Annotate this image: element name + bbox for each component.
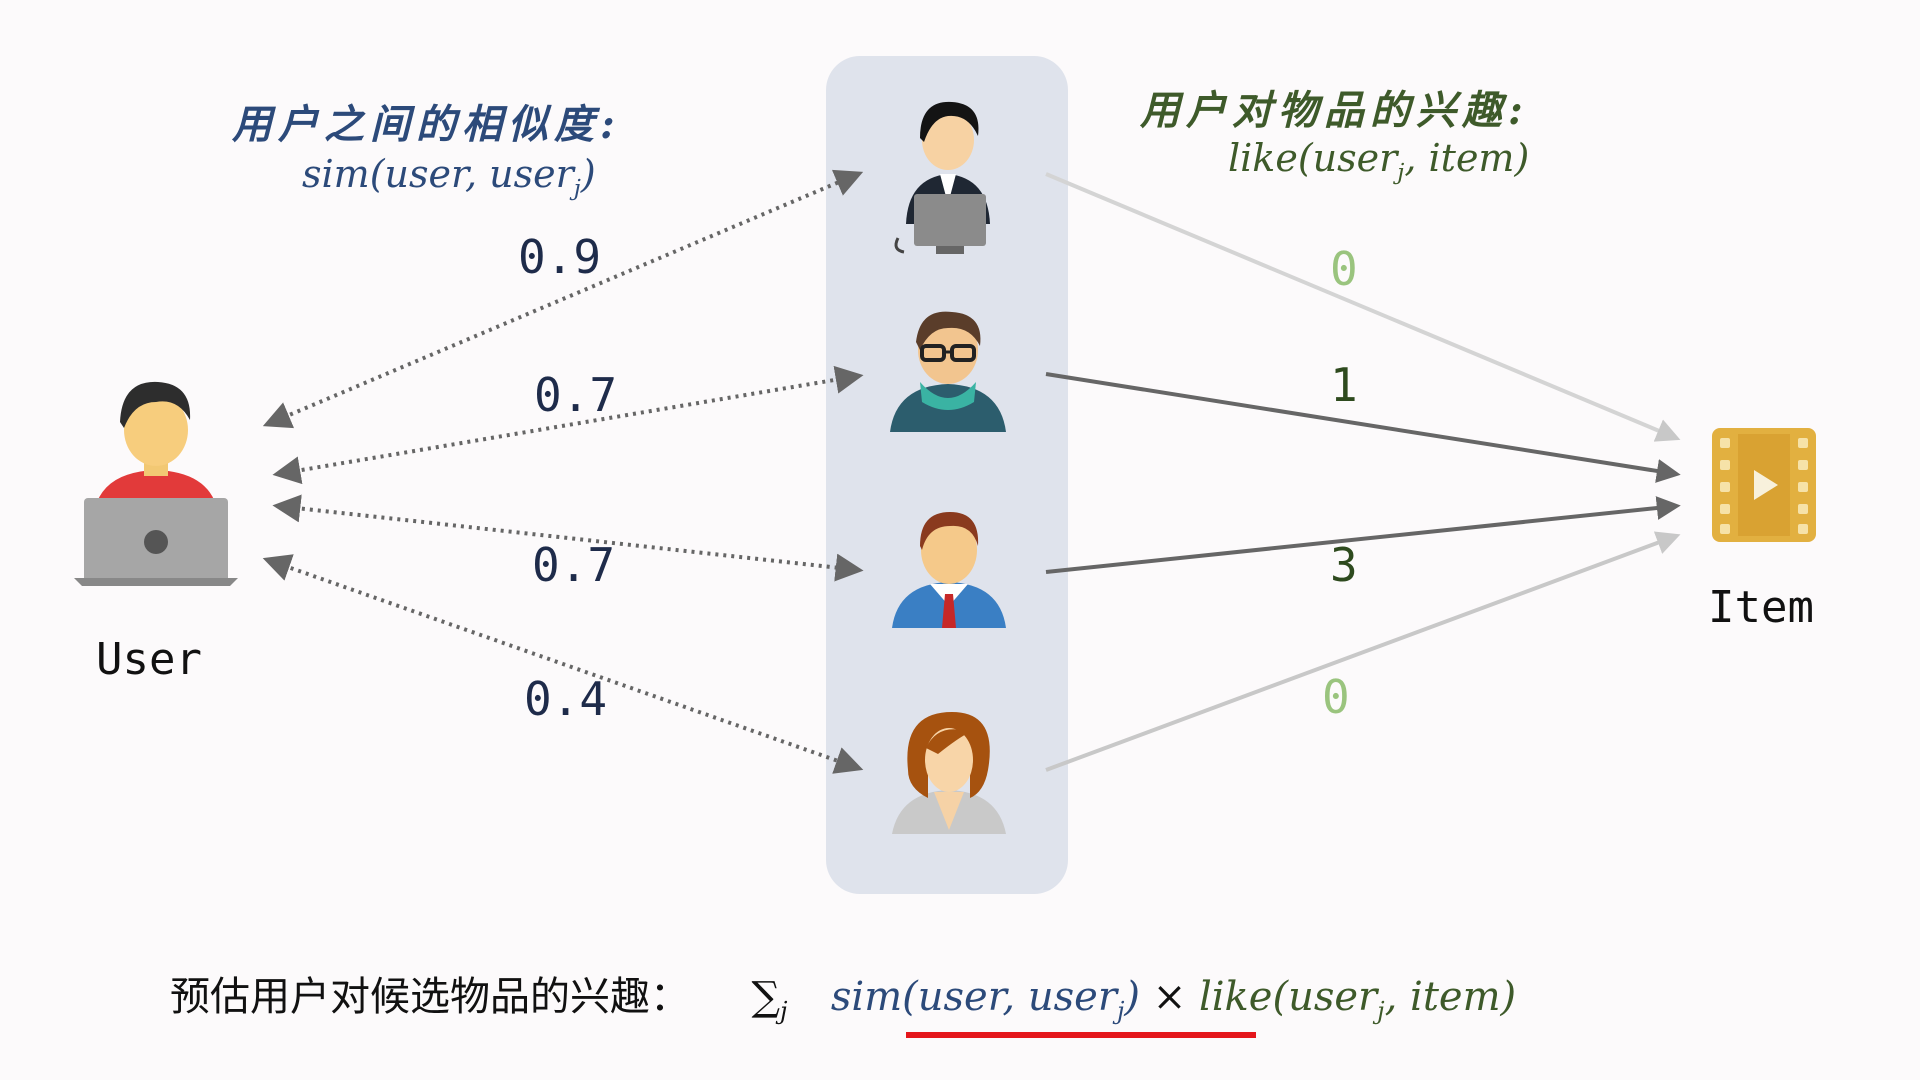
sim-arrow-3: [272, 494, 864, 582]
like-value-2: 1: [1330, 358, 1358, 412]
interest-formula: like(userj, item): [1228, 136, 1530, 186]
like-value-4: 0: [1322, 670, 1350, 724]
similarity-title: 用户之间的相似度:: [232, 101, 621, 148]
sum-symbol: ∑j: [751, 974, 788, 1025]
like-value-1: 0: [1330, 242, 1358, 296]
similarity-value-4: 0.4: [524, 672, 608, 726]
times-symbol: ×: [1152, 974, 1187, 1020]
glasses-scarf-user-icon: [890, 311, 1006, 432]
similarity-value-1: 0.9: [518, 230, 602, 284]
user-laptop-icon: [74, 381, 238, 586]
prediction-text: 预估用户对候选物品的兴趣：: [170, 974, 690, 1020]
woman-user-icon: [892, 712, 1006, 834]
similarity-value-2: 0.7: [534, 368, 618, 422]
item-label: Item: [1708, 582, 1814, 633]
similarity-formula: sim(user, userj): [302, 152, 596, 202]
like-arrow-1: [1045, 172, 1681, 442]
sim-arrow-4: [262, 554, 864, 774]
interest-term: like(userj, item): [1198, 974, 1517, 1025]
tie-user-icon: [892, 512, 1006, 628]
sim-arrow-2: [272, 365, 864, 485]
businessman-computer-icon: [894, 101, 990, 254]
like-arrow-2: [1045, 372, 1681, 483]
like-arrow-3: [1045, 496, 1681, 574]
similarity-term: sim(user, userj): [830, 974, 1141, 1025]
film-item-icon: [1712, 428, 1816, 542]
similarity-value-3: 0.7: [532, 538, 616, 592]
prediction-formula: 预估用户对候选物品的兴趣： ∑j sim(user, userj) × like…: [170, 964, 1516, 1025]
similarity-underline: [906, 1032, 1256, 1038]
like-value-3: 3: [1330, 538, 1358, 592]
like-arrow-4: [1045, 531, 1681, 772]
interest-title: 用户对物品的兴趣:: [1140, 87, 1529, 134]
user-label: User: [96, 634, 202, 685]
